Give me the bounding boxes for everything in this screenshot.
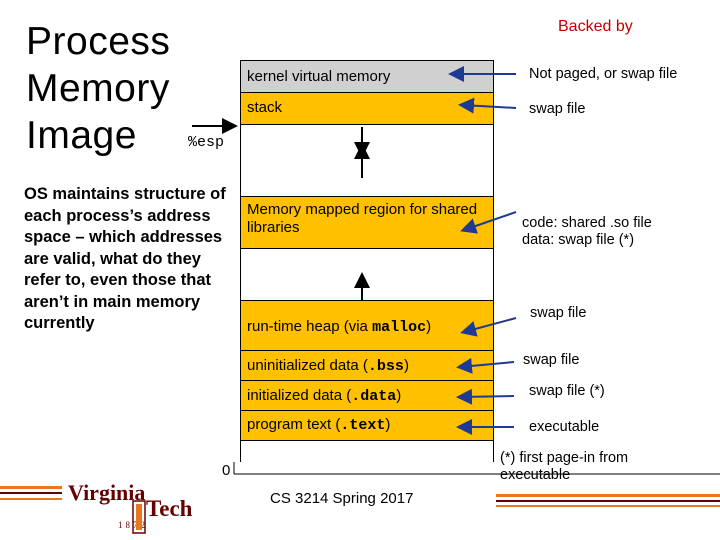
title-line-2: Memory: [26, 67, 170, 110]
zero-address-label: 0: [222, 462, 231, 479]
segment-text-code: .text: [340, 417, 386, 434]
logo-word-tech: Tech: [146, 496, 193, 521]
segment-data: initialized data (.data): [241, 381, 493, 411]
segment-data-suffix: ): [396, 387, 402, 404]
segment-data-code: .data: [351, 388, 397, 405]
segment-stack-free: [241, 125, 493, 197]
segment-text-suffix: ): [385, 416, 391, 433]
backing-stack: swap file: [529, 101, 586, 117]
backing-footnote-line2: executable: [500, 467, 571, 483]
esp-label: %esp: [188, 134, 225, 151]
backing-text: executable: [529, 419, 600, 435]
segment-stack-label: stack: [247, 99, 283, 116]
segment-data-prefix: initialized data (: [247, 387, 352, 404]
stack-backing-arrow: [458, 97, 517, 114]
segment-kernel-label: kernel virtual memory: [247, 68, 391, 85]
backing-heap: swap file: [530, 305, 587, 321]
segment-heap-code: malloc: [372, 319, 427, 336]
memory-column: kernel virtual memory stack Memory mappe…: [240, 60, 494, 463]
backing-mmap-line2: data: swap file (*): [522, 232, 635, 248]
os-note: OS maintains structure of each process’s…: [24, 185, 226, 332]
segment-bss: uninitialized data (.bss): [241, 351, 493, 381]
segment-heap-suffix: ): [426, 318, 432, 335]
bss-backing-arrow: [456, 357, 515, 374]
left-decorative-stripes: [0, 486, 62, 500]
data-backing-arrow: [456, 388, 515, 405]
slide-title: Process Memory Image: [26, 18, 226, 159]
footer-text: CS 3214 Spring 2017: [270, 490, 414, 507]
backing-kernel: Not paged, or swap file: [529, 66, 678, 82]
segment-stack: stack: [241, 93, 493, 125]
title-line-1: Process: [26, 20, 171, 63]
segment-mmap-label: Memory mapped region for shared librarie…: [247, 201, 478, 236]
segment-heap-prefix: run-time heap (via: [247, 318, 373, 335]
segment-bss-suffix: ): [403, 357, 409, 374]
segment-bottom: [241, 441, 493, 463]
segment-text: program text (.text): [241, 411, 493, 441]
right-decorative-stripes: [496, 494, 720, 507]
title-line-3: Image: [26, 114, 137, 157]
backing-mmap-line1: code: shared .so file: [522, 215, 652, 231]
backing-mmap: code: shared .so file data: swap file (*…: [522, 215, 652, 249]
segment-heap: run-time heap (via malloc): [241, 301, 493, 351]
segment-bss-code: .bss: [367, 358, 404, 375]
backing-bss: swap file: [523, 352, 580, 368]
backing-footnote: (*) first page-in from executable: [500, 450, 628, 484]
backed-by-heading: Backed by: [558, 18, 633, 35]
backing-data: swap file (*): [529, 383, 605, 399]
mmap-backing-arrow: [460, 211, 517, 234]
heap-backing-arrow: [460, 317, 517, 337]
vt-logo-mark-icon: [132, 500, 146, 534]
backing-footnote-line1: (*) first page-in from: [500, 450, 629, 466]
segment-text-prefix: program text (: [247, 416, 341, 433]
segment-mmap: Memory mapped region for shared librarie…: [241, 197, 493, 249]
segment-bss-prefix: uninitialized data (: [247, 357, 368, 374]
logo-year: 1872: [118, 520, 148, 530]
